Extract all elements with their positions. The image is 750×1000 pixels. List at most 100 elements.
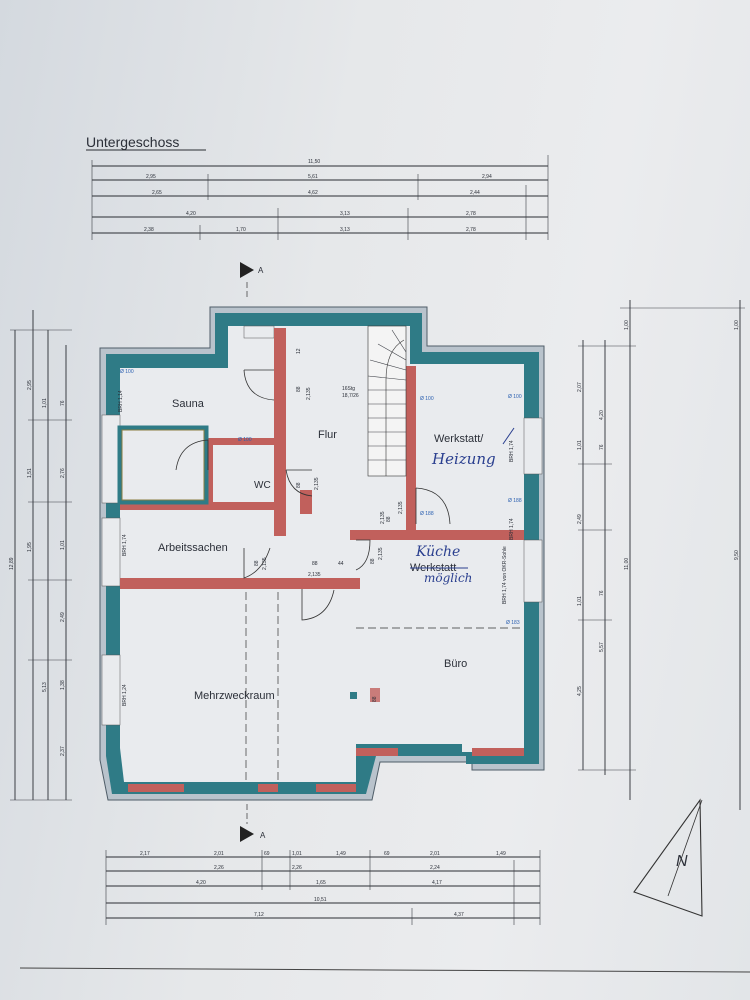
dim-top-r4-d: 2,78 bbox=[466, 227, 476, 233]
dim-right-9: 76 bbox=[599, 590, 605, 596]
door-swings bbox=[175, 369, 451, 621]
dim-left-8: 1,01 bbox=[60, 540, 66, 550]
room-moeglich-handwritten: möglich bbox=[424, 571, 472, 585]
dim-bot-r1-e: 1,49 bbox=[336, 851, 346, 857]
beam-lines bbox=[245, 592, 522, 782]
stair-note-steps: 16Stg bbox=[342, 386, 355, 392]
dim-left-6: 2,76 bbox=[60, 468, 66, 478]
dim-bot-r1-g: 2,01 bbox=[430, 851, 440, 857]
dim-bot-r4-a: 10,51 bbox=[314, 897, 327, 903]
room-buero: Büro bbox=[444, 658, 467, 670]
dim-left-11: 1,38 bbox=[60, 680, 66, 690]
interior-walls bbox=[120, 328, 524, 792]
room-kueche-handwritten: Küche bbox=[415, 544, 460, 560]
left-dimension-chains: 12,89 2,95 1,01 76 1,51 2,76 1,95 1,01 2… bbox=[9, 310, 72, 801]
dim-left-3: 1,01 bbox=[42, 398, 48, 408]
window-note-6: BRH 1,74 von OKR-Sohle bbox=[502, 546, 508, 604]
dim-top-r1-c: 2,94 bbox=[482, 174, 492, 180]
dim-top-r4-b: 1,70 bbox=[236, 227, 246, 233]
dim-left-9: 2,49 bbox=[60, 612, 66, 622]
dim-bot-r1-f: 69 bbox=[384, 851, 390, 857]
plan-title: Untergeschoss bbox=[86, 134, 179, 150]
dim-right-13: 1,00 bbox=[734, 320, 740, 330]
window-note-1: BRH 1,14 bbox=[118, 390, 124, 412]
door-dimensions: 88 2,135 88 2,135 88 2,135 88 2,135 88 2… bbox=[254, 348, 404, 702]
dim-top-r3-c: 2,78 bbox=[466, 211, 476, 217]
dim-right-7: 2,49 bbox=[577, 514, 583, 524]
level-mark-7: Ø 183 bbox=[506, 620, 520, 626]
dim-left-10: 5,13 bbox=[42, 682, 48, 692]
dim-left-2: 2,95 bbox=[27, 380, 33, 390]
windows bbox=[101, 325, 543, 726]
dim-bot-r2-a: 2,26 bbox=[214, 865, 224, 871]
dim-top-r3-b: 3,13 bbox=[340, 211, 350, 217]
dim-left-5: 1,51 bbox=[27, 468, 33, 478]
room-arbeitssachen: Arbeitssachen bbox=[158, 542, 228, 554]
level-mark-5: Ø 188 bbox=[508, 498, 522, 504]
north-arrow-icon: N bbox=[633, 798, 703, 917]
window-note-3: BRH 1,74 bbox=[122, 534, 128, 556]
dim-right-4: 1,01 bbox=[577, 440, 583, 450]
dim-top-overall: 11,50 bbox=[308, 159, 320, 165]
dim-bot-r2-c: 2,24 bbox=[430, 865, 440, 871]
door-dim-4: 2,135 bbox=[314, 477, 320, 490]
room-werkstatt: Werkstatt/ bbox=[434, 433, 484, 445]
dim-top-r2-c: 2,44 bbox=[470, 190, 480, 196]
dim-right-11: 4,25 bbox=[577, 686, 583, 696]
door-dim-6: 2,135 bbox=[398, 501, 404, 514]
dim-bot-r1-d: 1,01 bbox=[292, 851, 302, 857]
dim-right-5: 76 bbox=[599, 444, 605, 450]
dim-right-8: 1,01 bbox=[577, 596, 583, 606]
dim-right-2: 9,50 bbox=[734, 550, 740, 560]
window-note-4: BRH 1,24 bbox=[122, 684, 128, 706]
dim-top-r4-c: 3,13 bbox=[340, 227, 350, 233]
dim-bot-r3-c: 4,17 bbox=[432, 880, 442, 886]
dim-bot-r5-a: 7,12 bbox=[254, 912, 264, 918]
right-dimension-chains: 11,00 9,50 2,07 1,01 76 4,20 2,49 1,01 7… bbox=[577, 300, 745, 810]
door-dim-9: 88 bbox=[312, 561, 318, 567]
room-wc: WC bbox=[254, 480, 271, 491]
level-mark-6: Ø 188 bbox=[420, 511, 434, 517]
level-mark-1: Ø 100 bbox=[120, 369, 134, 375]
dim-left-1: 12,89 bbox=[9, 557, 15, 570]
door-dim-13: 12 bbox=[296, 348, 302, 354]
sauna-cabin bbox=[117, 425, 209, 505]
dim-right-12: 1,00 bbox=[624, 320, 630, 330]
door-dim-2: 2,135 bbox=[306, 387, 312, 400]
level-marks: Ø 100 Ø 100 Ø 100 Ø 100 Ø 188 Ø 188 Ø 18… bbox=[120, 369, 522, 626]
dim-top-r4-a: 2,38 bbox=[144, 227, 154, 233]
dim-bot-r3-b: 1,65 bbox=[316, 880, 326, 886]
dim-bot-r1-h: 1,49 bbox=[496, 851, 506, 857]
section-marker-bottom-label: A bbox=[260, 831, 266, 840]
room-heizung-handwritten: Heizung bbox=[431, 450, 496, 468]
door-dim-12: 2,135 bbox=[378, 547, 384, 560]
section-marker-bottom: A bbox=[240, 804, 266, 842]
north-label: N bbox=[676, 853, 688, 870]
dim-bot-r2-b: 2,26 bbox=[292, 865, 302, 871]
door-dim-16: 88 bbox=[372, 696, 378, 702]
room-sauna: Sauna bbox=[172, 398, 205, 410]
dim-right-3: 2,07 bbox=[577, 382, 583, 392]
column bbox=[350, 692, 357, 699]
door-dim-7: 88 bbox=[254, 560, 260, 566]
dim-bot-r1-c: 69 bbox=[264, 851, 270, 857]
level-mark-3: Ø 100 bbox=[420, 396, 434, 402]
dim-left-7: 1,95 bbox=[27, 542, 33, 552]
dim-bot-r5-b: 4,37 bbox=[454, 912, 464, 918]
dim-top-r1-a: 2,95 bbox=[146, 174, 156, 180]
door-dim-3: 88 bbox=[296, 482, 302, 488]
door-dim-11: 88 bbox=[370, 558, 376, 564]
dim-right-6: 4,20 bbox=[599, 410, 605, 420]
top-dimension-chains: 11,50 2,95 5,61 2,94 2,65 4,62 2,44 4,20… bbox=[91, 155, 549, 240]
section-marker-top: A bbox=[240, 262, 264, 300]
door-dim-5: 88 bbox=[386, 516, 392, 522]
dim-left-4: 76 bbox=[60, 400, 66, 406]
level-mark-4: Ø 100 bbox=[508, 394, 522, 400]
dim-top-r2-a: 2,65 bbox=[152, 190, 162, 196]
door-dim-8: 2,135 bbox=[262, 557, 268, 570]
window-note-2: BRH 1,74 bbox=[509, 440, 515, 462]
sheet-border-line bbox=[19, 967, 750, 973]
dim-right-1: 11,00 bbox=[624, 558, 630, 570]
